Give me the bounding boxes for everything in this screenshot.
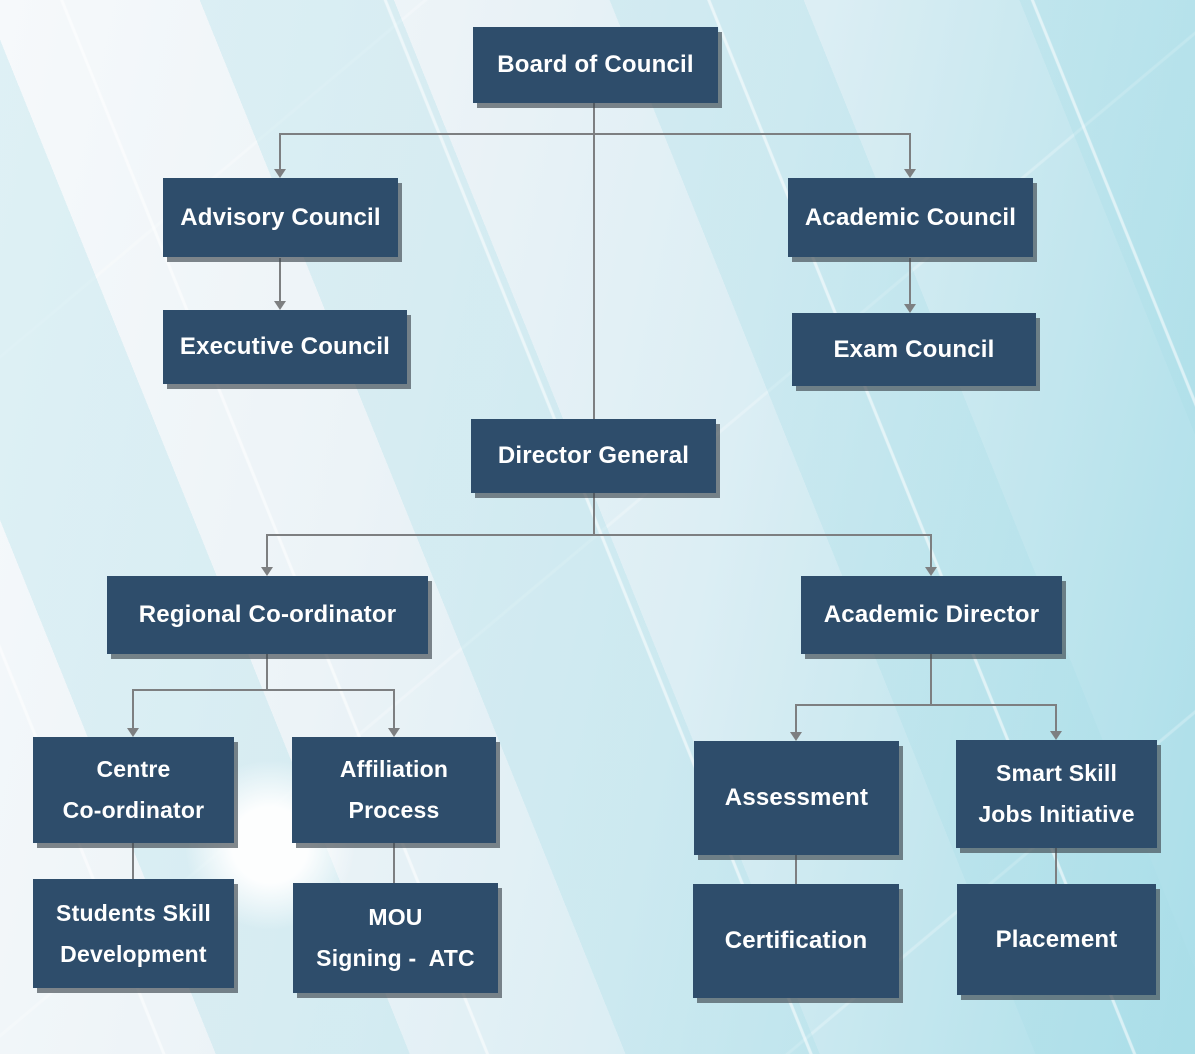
node-label: Students Skill Development <box>56 899 211 967</box>
connector-affiliation-mou <box>393 843 395 883</box>
node-academic-director: Academic Director <box>801 576 1062 654</box>
arrowhead-down-advisory-icon <box>274 169 286 178</box>
connector-level1-branch <box>280 133 910 135</box>
node-label: Affiliation Process <box>339 756 449 823</box>
connector-regional-branch <box>133 689 394 691</box>
node-label: Regional Co-ordinator <box>138 601 397 628</box>
connector-academic-exam <box>909 258 911 305</box>
arrowhead-down-assessment-icon <box>790 732 802 741</box>
node-regional-coordinator: Regional Co-ordinator <box>107 576 428 654</box>
connector-academic-director-branch <box>796 704 1056 706</box>
connector-academic-director-stem <box>930 654 932 705</box>
node-label: Smart Skill Jobs Initiative <box>978 760 1135 827</box>
arrowhead-down-exam-icon <box>904 304 916 313</box>
connector-smart-placement <box>1055 848 1057 884</box>
node-mou-signing-atc: MOU Signing - ATC <box>293 883 498 993</box>
connector-advisory-executive <box>279 258 281 302</box>
node-executive-council: Executive Council <box>163 310 407 384</box>
arrowhead-down-centre-icon <box>127 728 139 737</box>
connector-level2-branch <box>267 534 931 536</box>
connector-to-academic-council <box>909 133 911 170</box>
node-label: Placement <box>995 925 1118 953</box>
node-label: MOU Signing - ATC <box>316 904 475 971</box>
connector-to-affiliation <box>393 689 395 729</box>
connector-to-smart-skill <box>1055 704 1057 732</box>
node-director-general: Director General <box>471 419 716 493</box>
node-label: Advisory Council <box>180 203 381 231</box>
arrowhead-down-academic-council-icon <box>904 169 916 178</box>
node-label: Centre Co-ordinator <box>62 756 205 823</box>
node-label: Academic Director <box>823 601 1040 628</box>
node-label: Assessment <box>724 784 869 811</box>
arrowhead-down-affiliation-icon <box>388 728 400 737</box>
arrowhead-down-regional-icon <box>261 567 273 576</box>
node-label: Board of Council <box>497 51 694 78</box>
connector-centre-students <box>132 843 134 879</box>
node-label: Executive Council <box>179 333 391 360</box>
node-label: Academic Council <box>804 203 1017 231</box>
node-label: Exam Council <box>833 335 995 363</box>
node-smart-skill-jobs-initiative: Smart Skill Jobs Initiative <box>956 740 1157 848</box>
connector-regional-stem <box>266 654 268 690</box>
node-assessment: Assessment <box>694 741 899 855</box>
node-advisory-council: Advisory Council <box>163 178 398 257</box>
node-centre-coordinator: Centre Co-ordinator <box>33 737 234 843</box>
node-placement: Placement <box>957 884 1156 995</box>
arrowhead-down-smart-skill-icon <box>1050 731 1062 740</box>
arrowhead-down-executive-icon <box>274 301 286 310</box>
node-certification: Certification <box>693 884 899 998</box>
node-label: Director General <box>497 442 690 469</box>
node-affiliation-process: Affiliation Process <box>292 737 496 843</box>
node-label: Certification <box>724 927 868 954</box>
node-academic-council: Academic Council <box>788 178 1033 257</box>
connector-to-advisory <box>279 133 281 170</box>
connector-to-regional <box>266 534 268 568</box>
connector-to-centre <box>132 689 134 729</box>
node-exam-council: Exam Council <box>792 313 1036 386</box>
connector-to-assessment <box>795 704 797 733</box>
node-board-of-council: Board of Council <box>473 27 718 103</box>
connector-to-academic-director <box>930 534 932 568</box>
arrowhead-down-academic-director-icon <box>925 567 937 576</box>
connector-assessment-certification <box>795 855 797 884</box>
node-students-skill-development: Students Skill Development <box>33 879 234 988</box>
connector-board-trunk <box>593 103 595 535</box>
